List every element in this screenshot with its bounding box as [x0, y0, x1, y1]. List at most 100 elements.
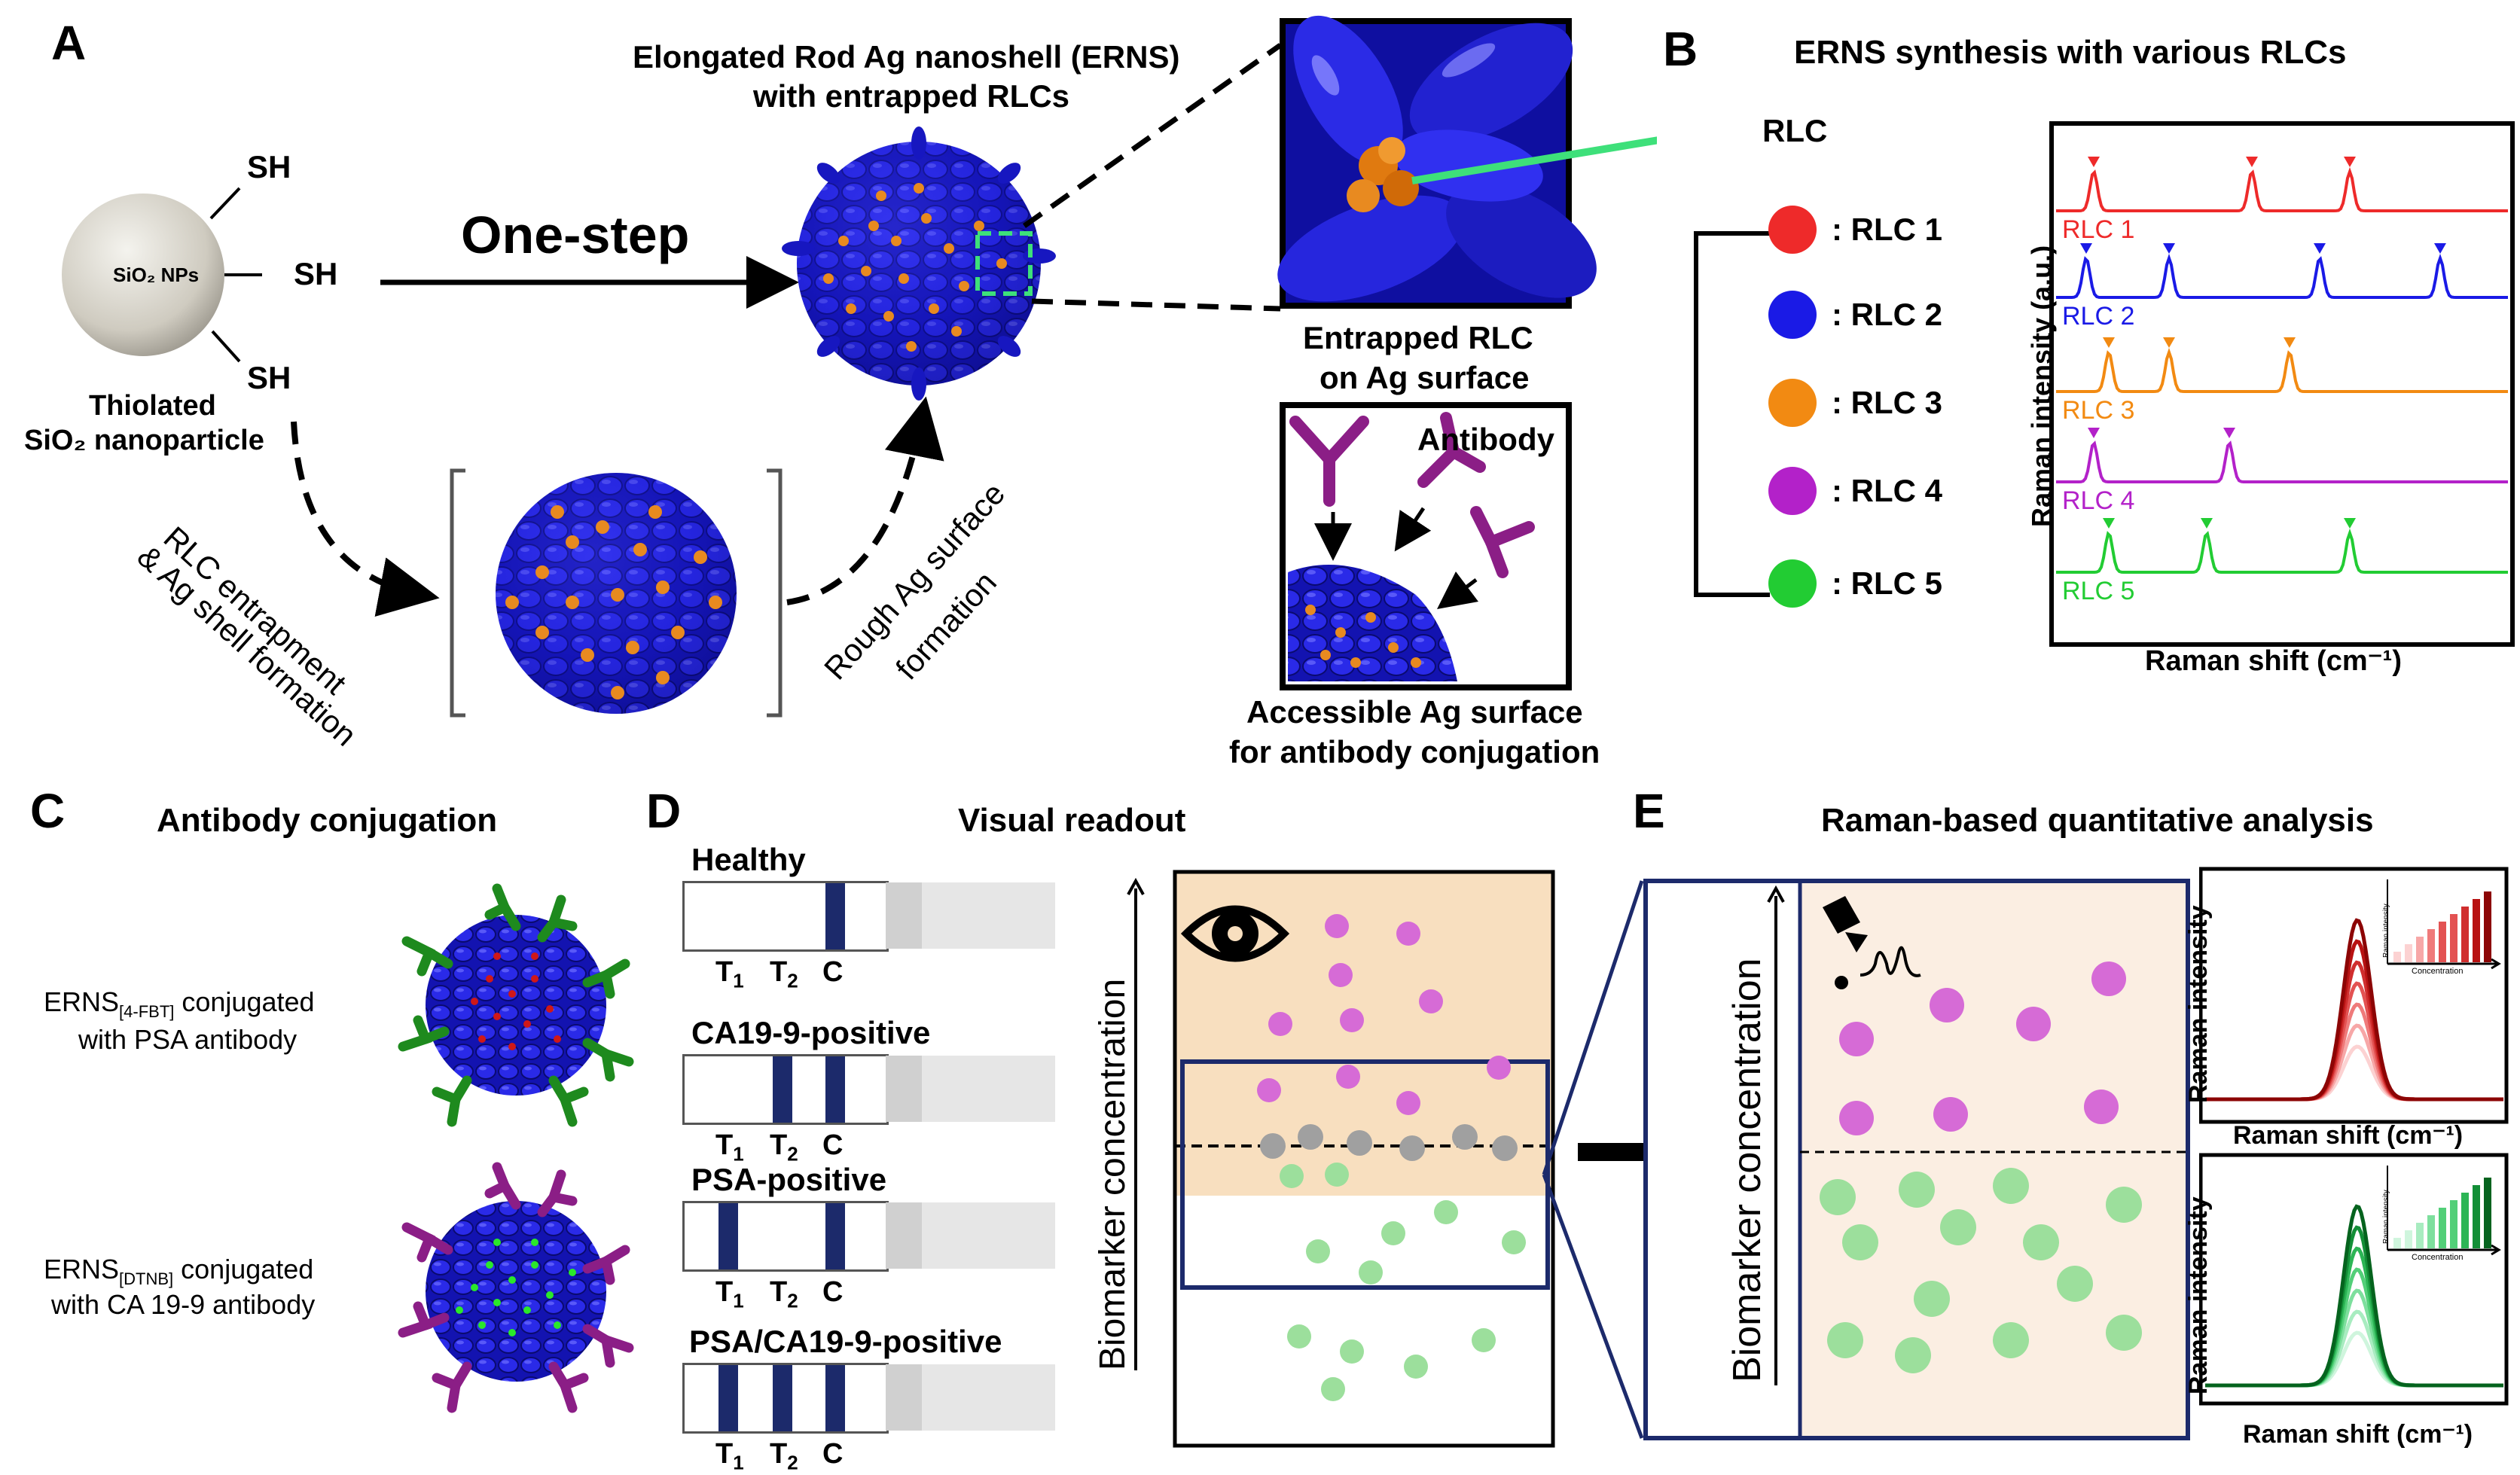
- peak-marker: [2246, 157, 2258, 167]
- panel-label-c: C: [30, 784, 66, 838]
- pink-dot: [1257, 1078, 1281, 1102]
- strip-axis-letter: T: [715, 1276, 734, 1308]
- inset-bar: [2405, 1230, 2412, 1248]
- peak-marker: [2344, 518, 2356, 529]
- pink-dot: [2016, 1007, 2051, 1041]
- pink-dot: [1930, 988, 1964, 1022]
- gray-dot: [1492, 1135, 1518, 1161]
- legend-dot-1: [1768, 206, 1817, 254]
- green-dot: [1280, 1164, 1304, 1188]
- green-dot: [2106, 1315, 2142, 1351]
- erns-ca199-particle: [398, 1162, 634, 1413]
- peak-marker: [2284, 337, 2296, 348]
- bottom-inset-ylabel: Raman intensity: [2382, 1190, 2390, 1244]
- strip-axis-sub: 2: [787, 969, 798, 992]
- erns-fbt-sub: [4-FBT]: [119, 1002, 175, 1022]
- peak-marker: [2163, 243, 2175, 254]
- bottom-chart-xlabel: Raman shift (cm⁻¹): [2243, 1420, 2473, 1449]
- inset-bar: [2450, 914, 2457, 962]
- peak-marker: [2344, 157, 2356, 167]
- test-strip-4: [682, 1363, 1055, 1434]
- strip-axis-sub: 1: [733, 1289, 744, 1312]
- strip-axis-sub: 1: [733, 969, 744, 992]
- green-dot: [1827, 1322, 1863, 1358]
- thiolated-label-2: SiO₂ nanoparticle: [24, 425, 264, 456]
- band-c: [825, 1203, 845, 1269]
- erns-fbt-rest: conjugated: [174, 986, 315, 1017]
- strip-axis-t1: T1: [715, 1438, 744, 1475]
- pink-dot: [1419, 989, 1443, 1013]
- band-t2: [773, 1365, 792, 1431]
- green-dot: [1914, 1281, 1950, 1317]
- strip-axis-letter: T: [715, 956, 734, 988]
- laser-icon: [1823, 896, 1921, 989]
- legend-dot-2: [1768, 291, 1817, 339]
- raman-top-chart: [2199, 867, 2509, 1406]
- top-inset-ylabel: Raman intensity: [2382, 904, 2390, 958]
- inset-bar: [2416, 1223, 2424, 1248]
- inset-bar: [2461, 907, 2469, 962]
- pink-dot: [1396, 1091, 1420, 1115]
- band-c: [825, 1365, 845, 1431]
- raman-yaxis-label: Biomarker concentration: [1725, 958, 1769, 1382]
- green-dot: [1940, 1209, 1976, 1245]
- raman-peak-curve: [2205, 1204, 2503, 1388]
- strip-axis-letter: T: [770, 956, 788, 988]
- pink-dot: [2084, 1089, 2119, 1124]
- erns-dtnb-sub: [DTNB]: [119, 1269, 174, 1289]
- pink-dot: [1487, 1056, 1511, 1080]
- antibody-label: Antibody: [1417, 422, 1554, 457]
- sio2-nanoparticle: [62, 194, 224, 356]
- erns-fbt-label-1: ERNS[4-FBT] conjugated: [44, 986, 315, 1022]
- intermediate-particle: [496, 473, 737, 714]
- strip-axis-sub: 2: [787, 1142, 798, 1166]
- sh-label-bottom: SH: [247, 360, 291, 395]
- strip-axis-sub: 1: [733, 1451, 744, 1474]
- strip-axis-letter: T: [770, 1276, 788, 1308]
- green-dot: [1287, 1324, 1311, 1349]
- peak-marker: [2314, 243, 2326, 254]
- legend-label-5: : RLC 5: [1832, 565, 1942, 601]
- inset-bar: [2484, 891, 2491, 962]
- visual-yaxis-label: Biomarker concentration: [1093, 978, 1133, 1370]
- strip-axis-c: C: [822, 956, 843, 989]
- strip-label-3: PSA-positive: [691, 1162, 887, 1197]
- sh-label-mid: SH: [294, 256, 338, 291]
- strip-label-4: PSA/CA19-9-positive: [689, 1324, 1002, 1359]
- pink-dot: [1396, 922, 1420, 946]
- one-step-label: One-step: [461, 206, 690, 264]
- green-dot: [1472, 1328, 1496, 1352]
- inset-bar: [2393, 952, 2401, 962]
- green-dot: [1434, 1200, 1458, 1224]
- legend-label-1: : RLC 1: [1832, 212, 1942, 247]
- strip-axis-letter: C: [822, 956, 844, 988]
- test-strip-1: [682, 881, 1055, 952]
- green-dot: [1381, 1221, 1405, 1245]
- erns-title-2: with entrapped RLCs: [753, 78, 1070, 114]
- inset-bar: [2439, 1208, 2446, 1248]
- green-dot: [1993, 1168, 2029, 1204]
- strip-label-2: CA19-9-positive: [691, 1015, 931, 1050]
- strip-label-1: Healthy: [691, 842, 806, 877]
- inset-bar: [2473, 1185, 2480, 1248]
- panel-e-title: Raman-based quantitative analysis: [1821, 802, 2374, 839]
- test-strip-2: [682, 1054, 1055, 1125]
- inset-bar: [2393, 1238, 2401, 1248]
- inset-bar: [2416, 937, 2424, 962]
- gray-dot: [1260, 1133, 1286, 1159]
- strip-axis-t1: T1: [715, 1276, 744, 1313]
- strip-axis-letter: T: [770, 1129, 788, 1161]
- green-dot: [2106, 1187, 2142, 1223]
- strip-axis-letter: T: [715, 1129, 734, 1161]
- green-dot: [1404, 1355, 1428, 1379]
- spectrum-rlc-3: [2056, 347, 2508, 393]
- spectrum-rlc-5: [2056, 528, 2508, 574]
- strip-axis-letter: T: [715, 1438, 734, 1470]
- panel-b-spectra-frame: [2049, 121, 2515, 647]
- antibody-box: [1280, 402, 1572, 690]
- peak-marker: [2201, 518, 2213, 529]
- legend-label-3: : RLC 3: [1832, 385, 1942, 420]
- pink-dot: [1268, 1012, 1292, 1036]
- entrapped-rlc-label-1: Entrapped RLC: [1303, 320, 1533, 355]
- visual-readout-box: [1127, 870, 1555, 1448]
